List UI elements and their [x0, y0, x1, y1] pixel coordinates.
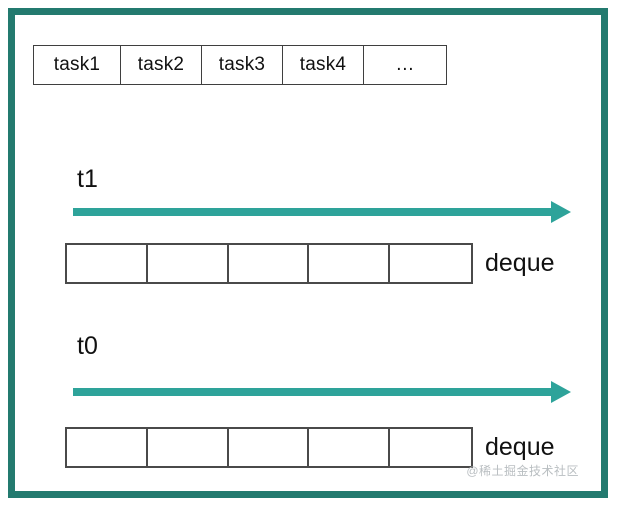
deque-label-t0: deque — [485, 433, 555, 461]
deque-cell — [148, 245, 229, 282]
task-cell: task4 — [283, 46, 364, 84]
deque-cell — [309, 245, 391, 282]
thread-label-t0: t0 — [77, 332, 98, 360]
deque-cell — [309, 429, 391, 466]
thread-label-t1: t1 — [77, 165, 98, 193]
diagram-frame: task1 task2 task3 task4 … t1 deque t0 — [8, 8, 608, 498]
task-queue: task1 task2 task3 task4 … — [33, 45, 447, 85]
deque-cell — [67, 429, 148, 466]
deque-cell — [390, 245, 471, 282]
watermark: @稀土掘金技术社区 — [466, 464, 579, 478]
deque-cell — [229, 245, 310, 282]
task-cell: task3 — [202, 46, 283, 84]
deque-t1 — [65, 243, 473, 284]
deque-t0 — [65, 427, 473, 468]
task-cell: task1 — [34, 46, 121, 84]
task-cell-ellipsis: … — [395, 54, 415, 75]
deque-cell — [148, 429, 229, 466]
arrow-t1-icon — [73, 201, 571, 223]
deque-cell — [390, 429, 471, 466]
deque-cell — [229, 429, 310, 466]
deque-label-t1: deque — [485, 249, 555, 277]
arrow-t0-icon — [73, 381, 571, 403]
task-cell: task2 — [121, 46, 202, 84]
deque-cell — [67, 245, 148, 282]
